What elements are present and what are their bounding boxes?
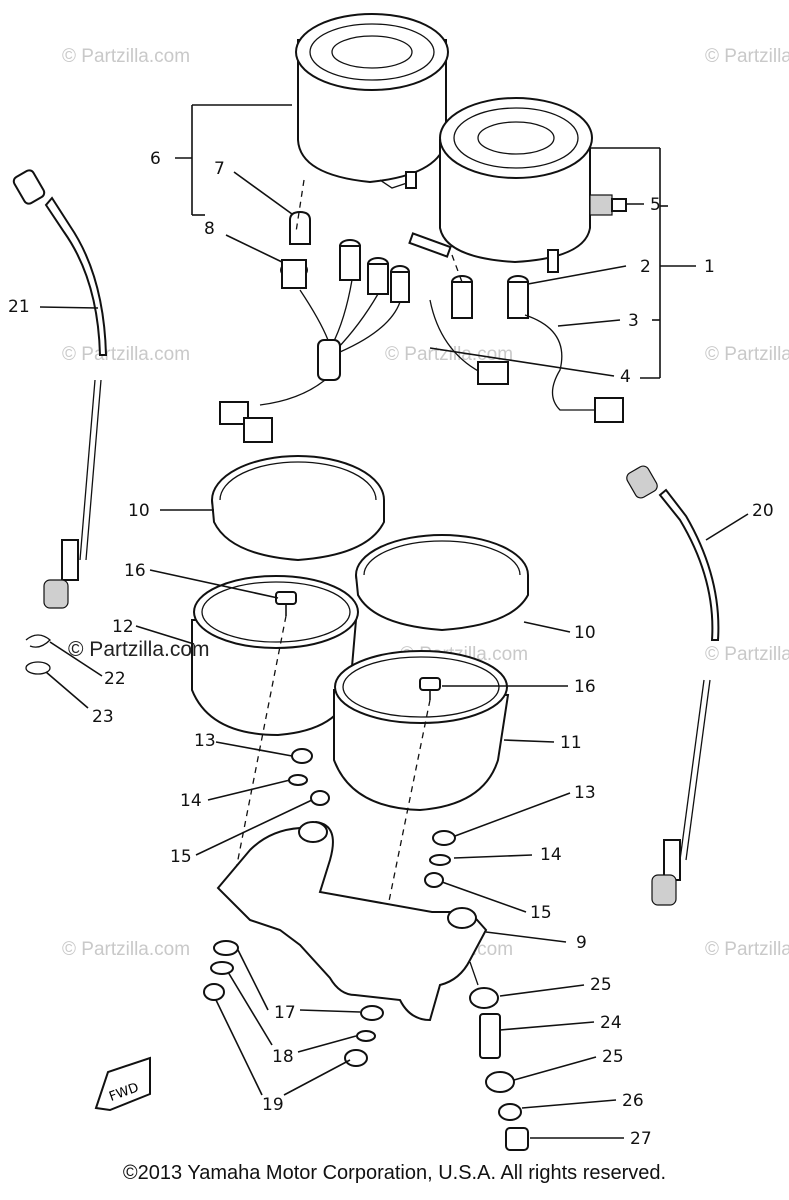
callout-26: 26 — [622, 1091, 644, 1111]
callout-10: 10 — [574, 623, 596, 643]
watermarks: © Partzilla.com © Partzilla.com © Partzi… — [62, 46, 789, 960]
fwd-arrow: FWD — [94, 1056, 151, 1112]
watermark-dark: © Partzilla.com — [68, 638, 210, 661]
mount-stack — [469, 987, 529, 1151]
callout-9: 9 — [576, 933, 587, 953]
callout-21: 21 — [8, 297, 30, 317]
watermark: © Partzilla.com — [62, 344, 190, 365]
callout-4: 4 — [620, 367, 631, 387]
meter-bracket — [216, 820, 488, 1022]
bezel-ring-left — [211, 455, 385, 562]
callout-10: 10 — [128, 501, 150, 521]
watermark: © Partzilla.com — [705, 939, 789, 960]
callout-16: 16 — [574, 677, 596, 697]
callout-13: 13 — [194, 731, 216, 751]
callout-3: 3 — [628, 311, 639, 331]
callout-14: 14 — [180, 791, 202, 811]
meter-cable-left — [12, 169, 108, 609]
callout-16: 16 — [124, 561, 146, 581]
callout-20: 20 — [752, 501, 774, 521]
watermark: © Partzilla.com — [62, 46, 190, 67]
guide-lines — [229, 179, 463, 971]
leader-lines — [39, 104, 749, 1139]
callout-6: 6 — [150, 149, 161, 169]
bulbs-sockets — [280, 210, 529, 319]
callout-23: 23 — [92, 707, 114, 727]
grommets-right — [424, 830, 456, 888]
callout-27: 27 — [630, 1129, 652, 1149]
callout-2: 2 — [640, 257, 651, 277]
watermark: © Partzilla.com — [385, 344, 513, 365]
callout-13: 13 — [574, 783, 596, 803]
meter-case-right — [333, 650, 510, 812]
meter-left — [295, 13, 449, 189]
callout-14: 14 — [540, 845, 562, 865]
callouts: 1 2 3 4 5 6 7 8 9 10 10 11 12 13 13 14 1… — [8, 149, 774, 1149]
grommets-left — [288, 748, 330, 806]
wiring-harness — [219, 279, 624, 443]
callout-25: 25 — [602, 1047, 624, 1067]
o-rings — [25, 634, 51, 675]
meter-cable-right — [626, 465, 720, 906]
watermark: © Partzilla.com — [705, 344, 789, 365]
lower-left-parts — [203, 940, 384, 1067]
callout-7: 7 — [214, 159, 225, 179]
callout-18: 18 — [272, 1047, 294, 1067]
copyright-footer: ©2013 Yamaha Motor Corporation, U.S.A. A… — [122, 1162, 667, 1184]
watermark: © Partzilla.com — [705, 46, 789, 67]
callout-17: 17 — [274, 1003, 296, 1023]
meter-right — [439, 97, 627, 273]
callout-11: 11 — [560, 733, 582, 753]
callout-19: 19 — [262, 1095, 284, 1115]
callout-24: 24 — [600, 1013, 622, 1033]
callout-25: 25 — [590, 975, 612, 995]
callout-1: 1 — [704, 257, 715, 277]
callout-15: 15 — [530, 903, 552, 923]
callout-5: 5 — [650, 195, 661, 215]
bezel-ring-right — [355, 534, 529, 632]
callout-15: 15 — [170, 847, 192, 867]
callout-12: 12 — [112, 617, 134, 637]
watermark: © Partzilla.com — [705, 644, 789, 665]
watermark: © Partzilla.com — [62, 939, 190, 960]
callout-22: 22 — [104, 669, 126, 689]
callout-8: 8 — [204, 219, 215, 239]
